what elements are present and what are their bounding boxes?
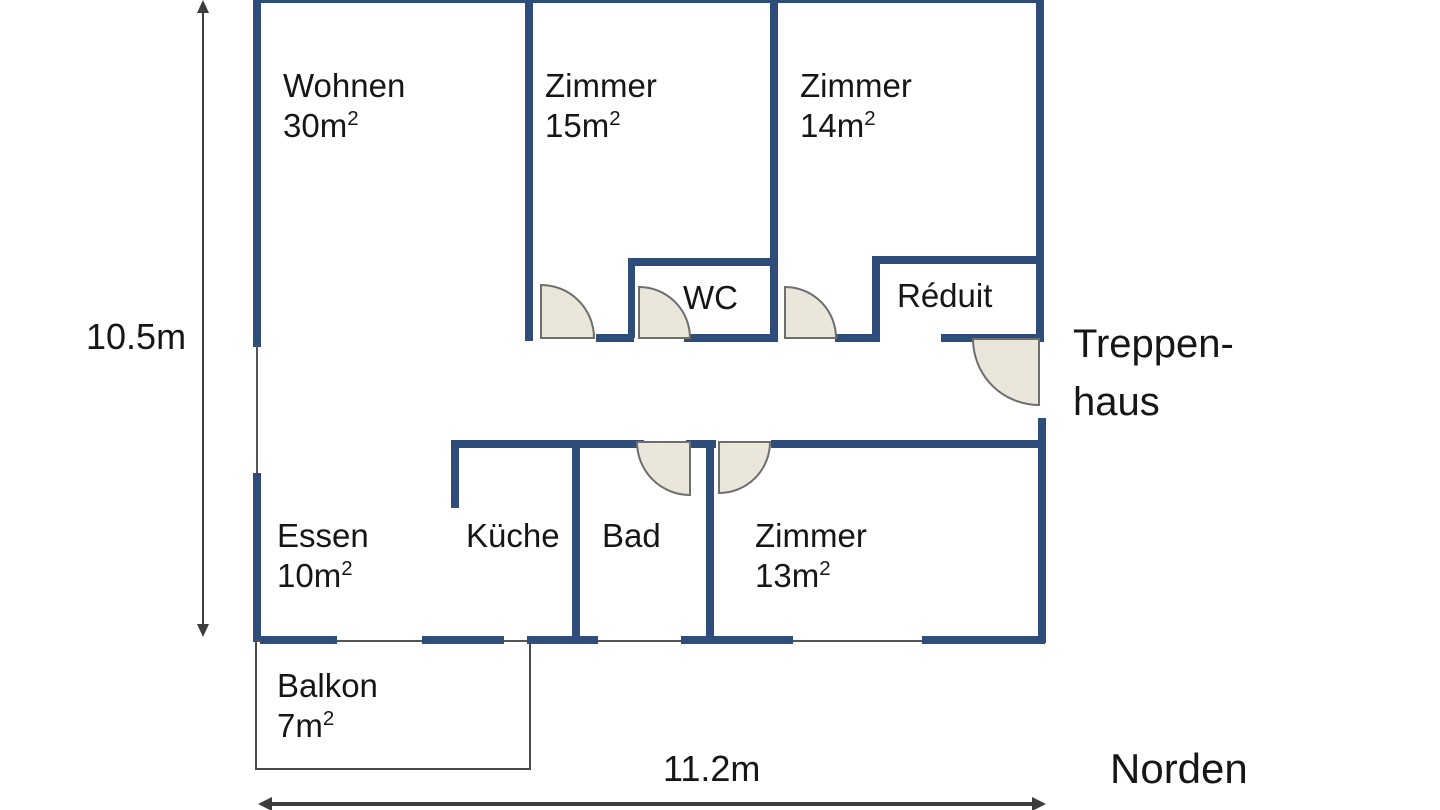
- door-arc-zimmer13: [718, 441, 771, 494]
- dimension-label-vertical: 10.5m: [86, 316, 187, 357]
- balcony-right-edge: [529, 642, 531, 770]
- wall-corridor-lower-seg1: [451, 440, 644, 448]
- wall-right-outer-upper: [1036, 0, 1044, 338]
- room-label-essen: Essen 10m2: [277, 517, 369, 594]
- wall-bad-zimmer13: [706, 443, 714, 642]
- wall-corridor-lower-seg3: [771, 440, 1044, 448]
- wall-wc-left: [628, 262, 635, 338]
- room-label-wohnen: Wohnen 30m2: [283, 67, 406, 144]
- dimension-arrowhead-down: [197, 624, 209, 637]
- window-balcony-door: [256, 345, 258, 475]
- wall-wohnen-zimmer15: [525, 0, 533, 341]
- room-label-treppenhaus: Treppen- haus: [1073, 322, 1234, 424]
- room-label-zimmer14: Zimmer 14m2: [800, 67, 912, 144]
- balcony-left-edge: [255, 642, 257, 770]
- room-label-wc: WC: [683, 279, 738, 316]
- wall-wc-top: [628, 258, 778, 266]
- wall-corridor-lower-seg2: [686, 440, 716, 448]
- wall-right-outer-lower: [1038, 418, 1046, 643]
- compass-north-label: Norden: [1110, 745, 1248, 792]
- room-label-balkon: Balkon 7m2: [277, 667, 378, 744]
- wall-bottom-baseline: [255, 640, 1045, 642]
- door-arc-bad: [636, 441, 691, 496]
- wall-bottom-seg3: [527, 636, 598, 644]
- wall-bottom-seg2: [422, 636, 504, 644]
- door-arc-zimmer14: [784, 286, 837, 339]
- wall-bottom-seg1: [260, 636, 337, 644]
- door-arc-entrance: [972, 338, 1040, 406]
- wall-corridor-upper-seg3: [835, 334, 880, 342]
- wall-left-outer-lower: [253, 473, 261, 642]
- wall-top-outer: [255, 0, 1040, 3]
- dimension-line-horizontal: [270, 802, 1034, 806]
- dimension-line-vertical: [202, 4, 204, 630]
- dimension-label-horizontal: 11.2m: [663, 748, 761, 789]
- wall-reduit-left: [872, 260, 880, 338]
- wall-kueche-bad: [572, 443, 580, 642]
- room-label-kueche: Küche: [466, 517, 560, 554]
- door-arc-wc: [638, 286, 691, 339]
- wall-bottom-seg5: [922, 636, 1045, 644]
- door-arc-zimmer15: [540, 284, 595, 339]
- room-label-zimmer13: Zimmer 13m2: [755, 517, 867, 594]
- balcony-bottom-edge: [255, 768, 531, 770]
- wall-kueche-stub: [451, 440, 459, 508]
- wall-corridor-upper-seg1: [596, 334, 634, 342]
- wall-left-outer-upper: [253, 0, 261, 347]
- dimension-arrowhead-right: [1032, 797, 1046, 810]
- room-label-bad: Bad: [602, 517, 661, 554]
- wall-zimmer15-zimmer14: [770, 0, 778, 336]
- dimension-arrowhead-up: [197, 0, 209, 13]
- wall-reduit-top: [872, 256, 1044, 264]
- dimension-arrowhead-left: [258, 797, 272, 810]
- room-label-zimmer15: Zimmer 15m2: [545, 67, 657, 144]
- room-label-reduit: Réduit: [897, 277, 993, 314]
- wall-corridor-upper-seg2: [684, 334, 778, 342]
- wall-bottom-seg4: [681, 636, 793, 644]
